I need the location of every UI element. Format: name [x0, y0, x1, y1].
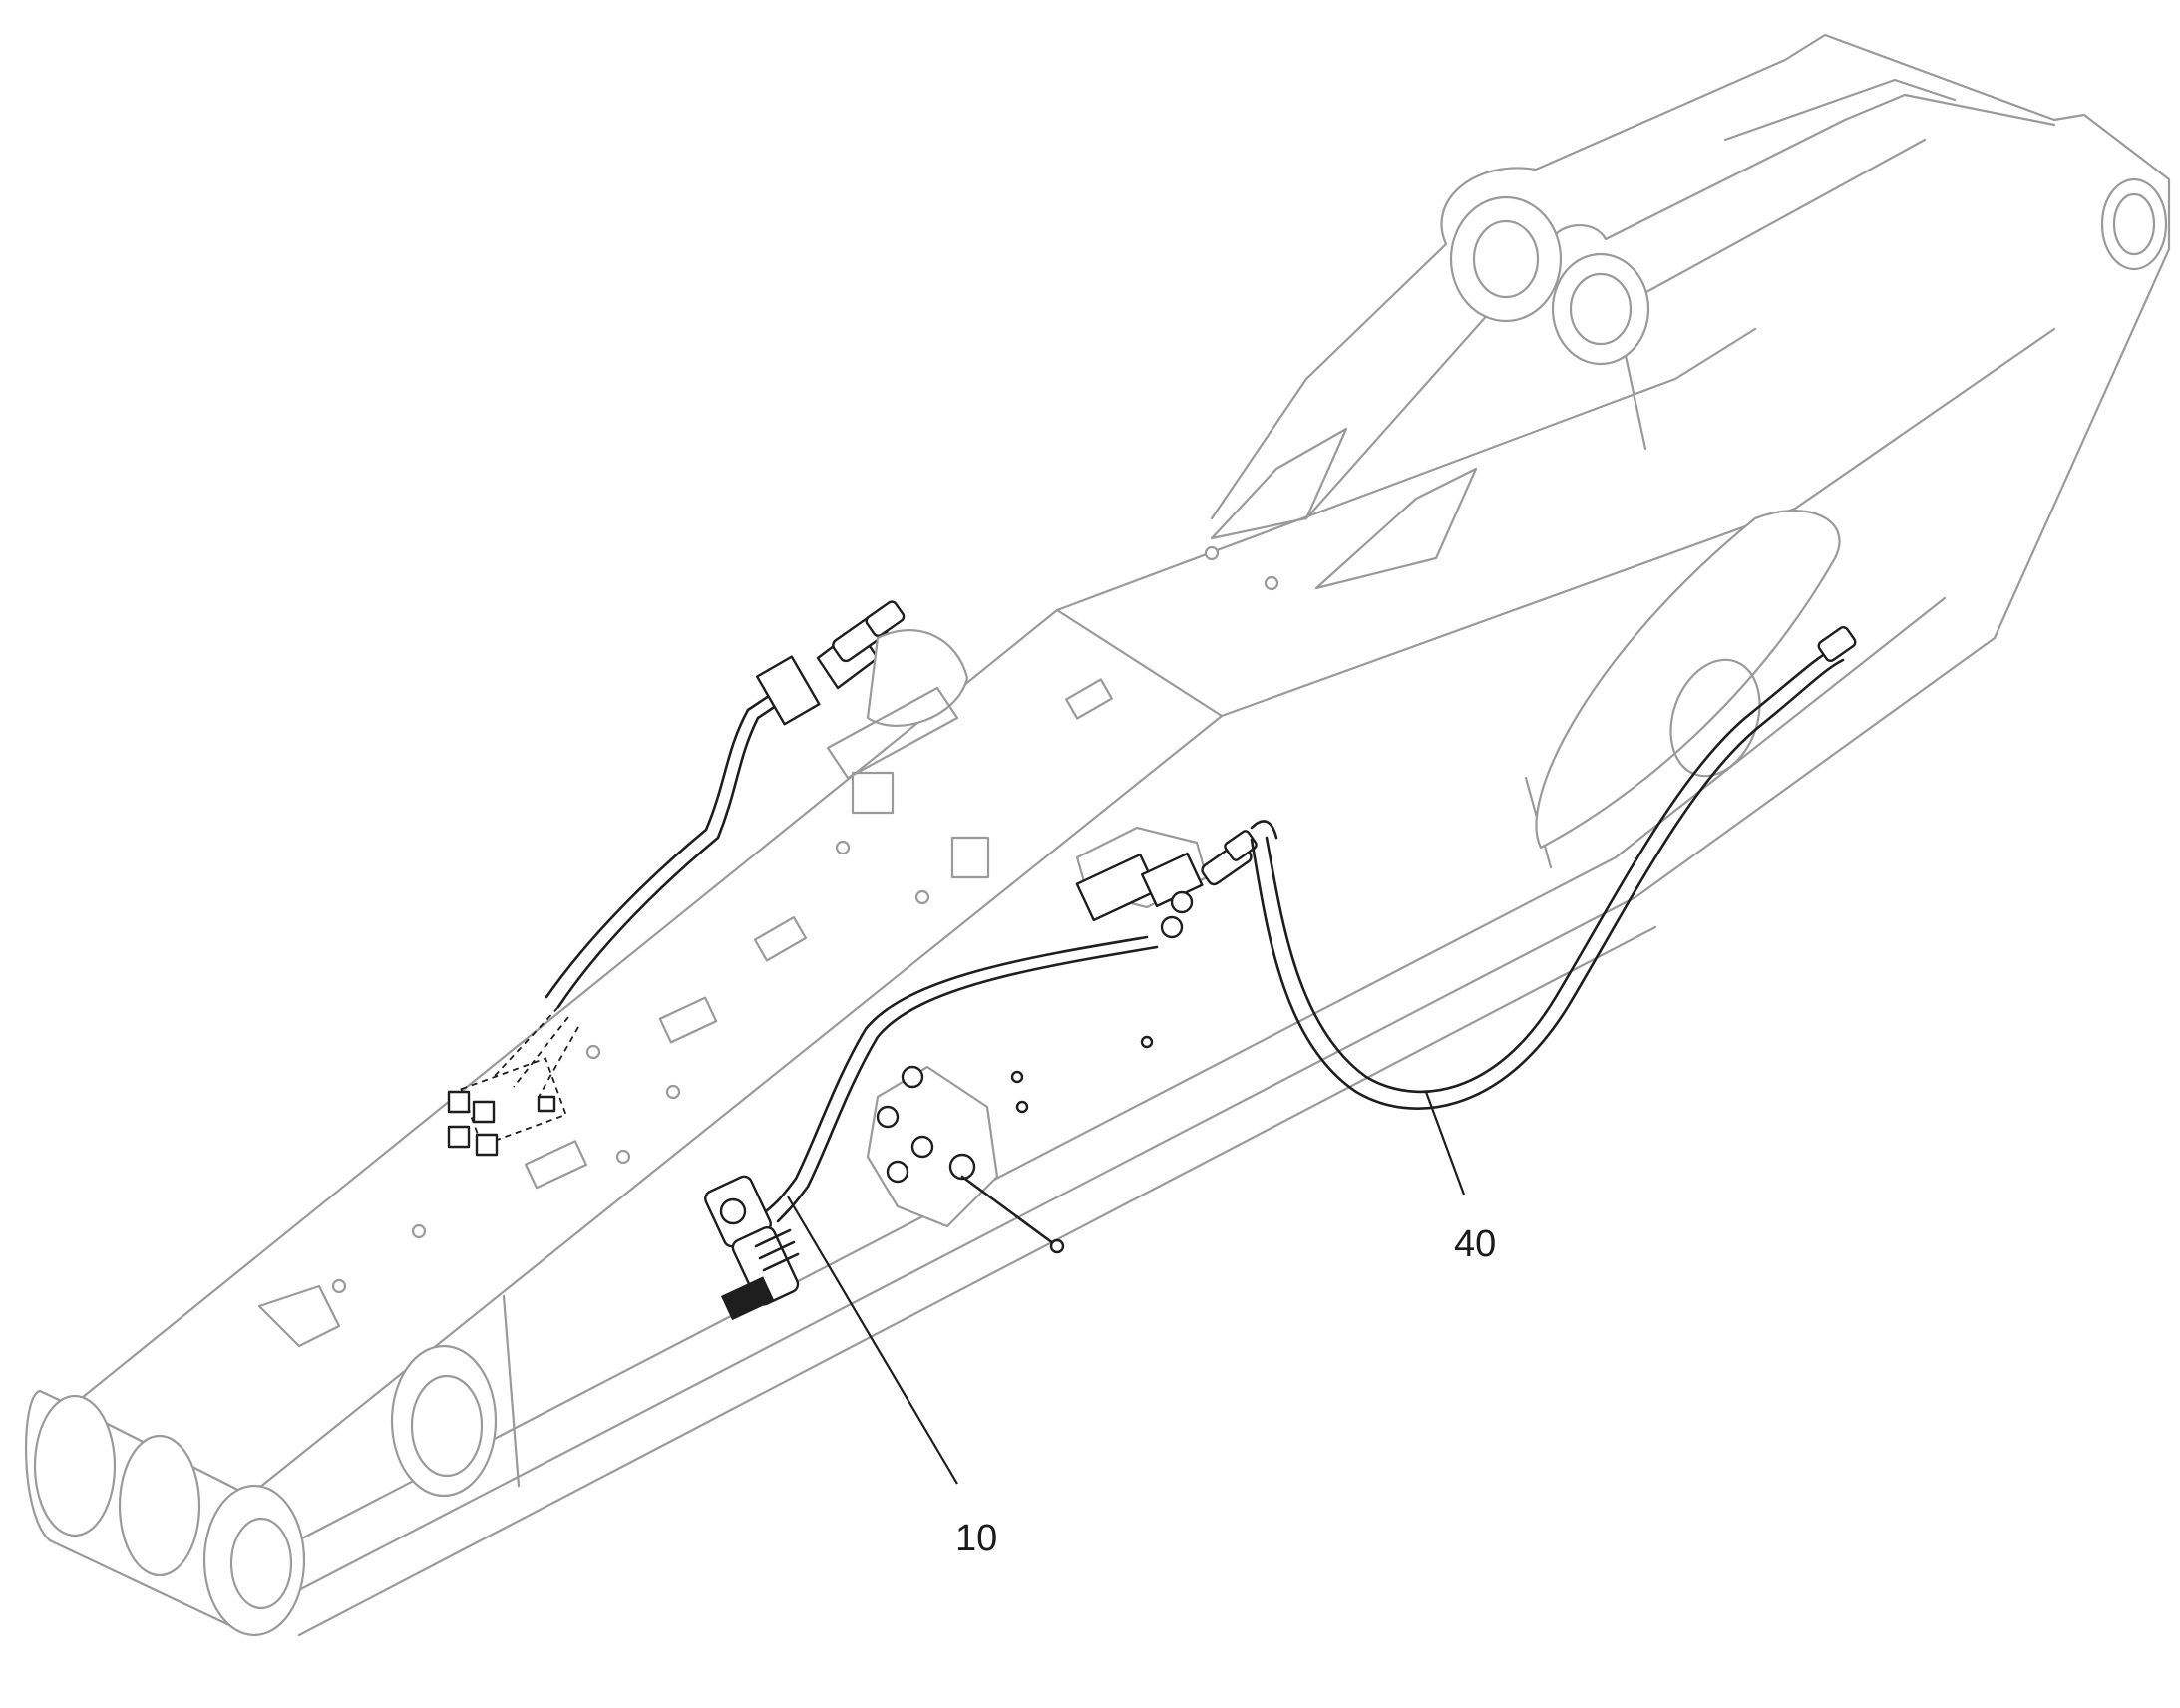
leader-line-10: [787, 1196, 958, 1485]
callout-40: 40: [1424, 1091, 1496, 1265]
hydraulic-parts: [447, 600, 1857, 1321]
callout-10: 10: [787, 1196, 997, 1559]
callout-label-10: 10: [955, 1518, 997, 1559]
boom-structure: [24, 33, 2171, 1637]
leader-line-40: [1424, 1091, 1466, 1196]
callout-label-40: 40: [1454, 1223, 1496, 1265]
